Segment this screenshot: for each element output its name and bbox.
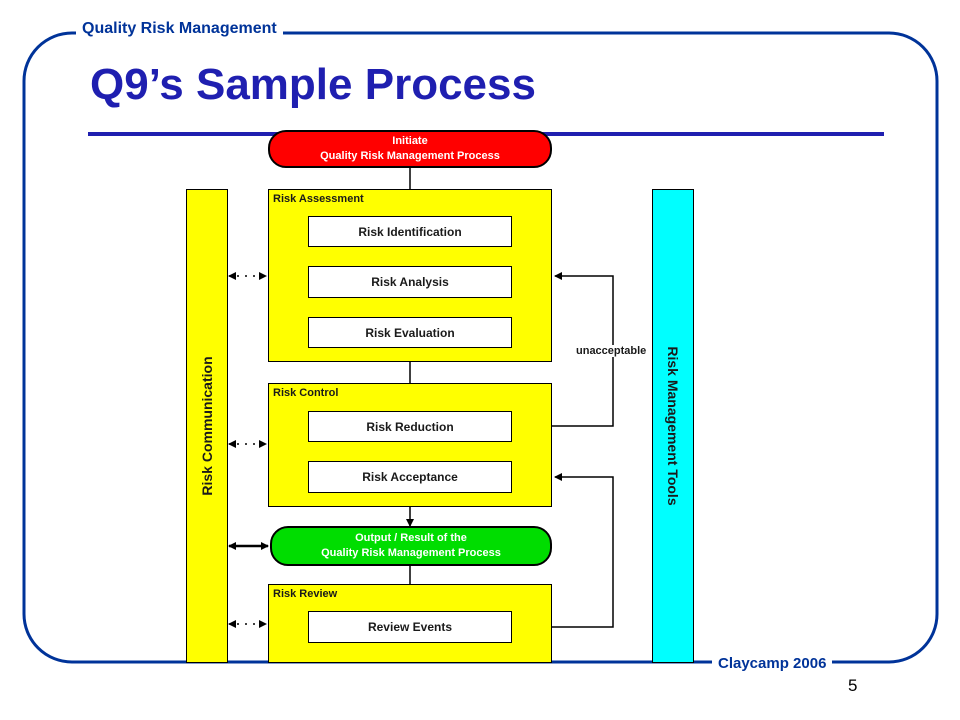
risk-acceptance-box: Risk Acceptance xyxy=(308,461,512,493)
header-label: Quality Risk Management xyxy=(76,20,283,38)
output-line-1: Output / Result of the xyxy=(355,532,467,545)
output-line-2: Quality Risk Management Process xyxy=(321,547,501,559)
risk-communication-label: Risk Communication xyxy=(199,356,215,496)
slide-title: Q9’s Sample Process xyxy=(90,60,536,109)
footer-credit: Claycamp 2006 xyxy=(712,655,833,672)
risk-management-tools-bar: Risk Management Tools xyxy=(652,189,694,663)
risk-identification-box: Risk Identification xyxy=(308,216,512,247)
risk-review-label: Risk Review xyxy=(273,588,338,600)
initiate-line-2: Quality Risk Management Process xyxy=(320,150,500,162)
page-number: 5 xyxy=(848,676,858,695)
review-events-box: Review Events xyxy=(308,611,512,643)
risk-reduction-box: Risk Reduction xyxy=(308,411,512,442)
risk-evaluation-box: Risk Evaluation xyxy=(308,317,512,348)
risk-assessment-label: Risk Assessment xyxy=(273,193,364,205)
feedback-review-arrow xyxy=(512,473,614,628)
risk-control-label: Risk Control xyxy=(273,387,339,399)
output-result-node: Output / Result of the Quality Risk Mana… xyxy=(270,526,552,566)
risk-management-tools-label: Risk Management Tools xyxy=(665,346,681,506)
initiate-line-1: Initiate xyxy=(392,135,428,148)
unacceptable-label: unacceptable xyxy=(575,345,648,357)
risk-analysis-box: Risk Analysis xyxy=(308,266,512,298)
initiate-process-node: Initiate Quality Risk Management Process xyxy=(268,130,552,168)
risk-communication-bar: Risk Communication xyxy=(186,189,228,663)
